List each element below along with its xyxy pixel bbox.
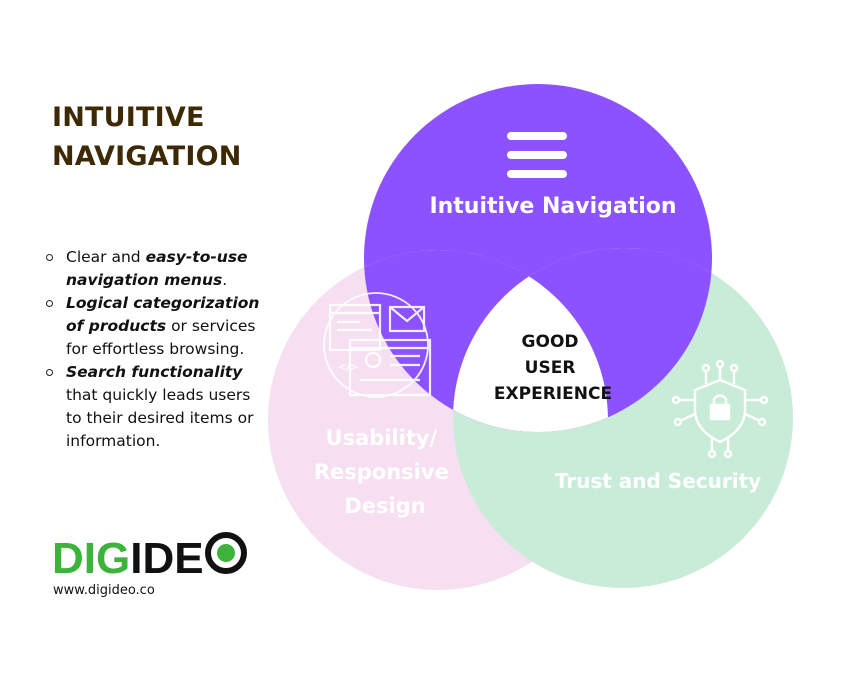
menu-icon [507,132,567,178]
brand-logo: DIGIDE [52,532,247,581]
page-title: INTUITIVE NAVIGATION [52,98,242,176]
venn-label-trust: Trust and Security [555,469,761,493]
website-url: www.digideo.co [53,583,155,598]
title-line-1: INTUITIVE [52,102,205,133]
list-item: Clear and easy-to-use navigation menus. [44,246,269,292]
logo-o-icon [204,532,247,574]
venn-label-center: GOOD USER EXPERIENCE [494,332,612,404]
logo-text-dark: IDE [130,534,204,583]
list-item: Search functionality that quickly leads … [44,361,269,453]
svg-text:</>: </> [338,362,358,373]
lock-security-icon [671,359,769,459]
venn-label-usability: Usability/ Responsive Design [314,426,456,518]
title-line-2: NAVIGATION [52,141,242,172]
logo-text-green: DIG [52,534,131,583]
venn-label-navigation: Intuitive Navigation [429,194,676,219]
list-item: Logical categorization of products or se… [44,292,269,361]
feature-list: Clear and easy-to-use navigation menus. … [44,246,269,453]
web-design-icon: </> [323,292,432,398]
